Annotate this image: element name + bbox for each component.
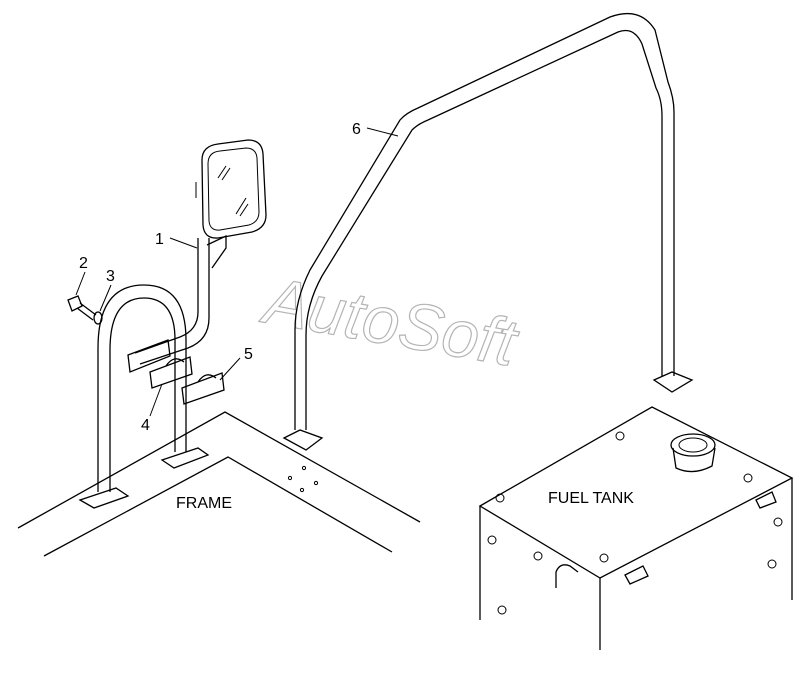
handrail xyxy=(282,13,694,451)
bolt xyxy=(67,295,97,321)
fuel-tank xyxy=(478,406,794,650)
callout-1: 1 xyxy=(155,231,164,248)
callout-4: 4 xyxy=(141,417,150,434)
rear-view-mirror xyxy=(195,139,267,239)
frame-label: FRAME xyxy=(176,495,232,512)
callout-5: 5 xyxy=(244,346,253,363)
mounting-holes xyxy=(287,465,319,493)
frame-outline xyxy=(17,411,421,557)
fuel-tank-label: FUEL TANK xyxy=(548,490,634,507)
callout-6: 6 xyxy=(352,121,361,138)
washer xyxy=(93,311,103,325)
callout-2: 2 xyxy=(79,255,88,272)
callout-3: 3 xyxy=(106,268,115,285)
clamp-lower xyxy=(149,356,193,389)
clamp-upper xyxy=(181,372,225,405)
mirror-arm xyxy=(127,234,227,373)
